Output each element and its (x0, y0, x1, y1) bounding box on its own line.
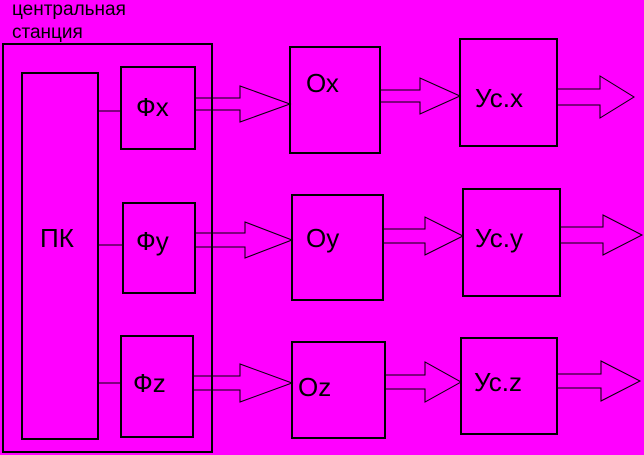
arrow-object-y-to-amplifier-y (382, 216, 465, 256)
pc-label: ПК (40, 223, 74, 253)
former-y-label: Фу (136, 226, 169, 256)
amplifier-y-label: Ус.у (475, 223, 523, 253)
object-x-block (289, 46, 381, 154)
former-y-block (122, 202, 196, 294)
central-station-frame (2, 43, 213, 453)
object-x-label: Ох (306, 68, 339, 98)
arrow-amplifier-y-output (559, 214, 644, 256)
object-z-block (291, 341, 386, 439)
former-x-label: Фх (136, 92, 169, 122)
former-z-label: Фz (133, 368, 166, 398)
amplifier-z-label: Ус.z (474, 367, 522, 397)
pc-block (21, 72, 99, 440)
central-station-label-line2: станция (12, 22, 83, 43)
object-y-label: Оу (306, 223, 339, 253)
object-z-label: Оz (298, 372, 331, 402)
arrow-former-y-to-object-y (194, 221, 294, 259)
arrow-former-z-to-object-z (192, 363, 294, 403)
amplifier-x-label: Ус.х (475, 83, 523, 113)
arrow-object-x-to-amplifier-x (379, 77, 462, 115)
arrow-former-x-to-object-x (194, 85, 292, 123)
arrow-object-z-to-amplifier-z (384, 361, 463, 403)
object-y-block (291, 194, 384, 301)
arrow-amplifier-x-output (556, 75, 635, 119)
central-station-label-line1: центральная (12, 0, 126, 20)
arrow-amplifier-z-output (556, 360, 642, 402)
